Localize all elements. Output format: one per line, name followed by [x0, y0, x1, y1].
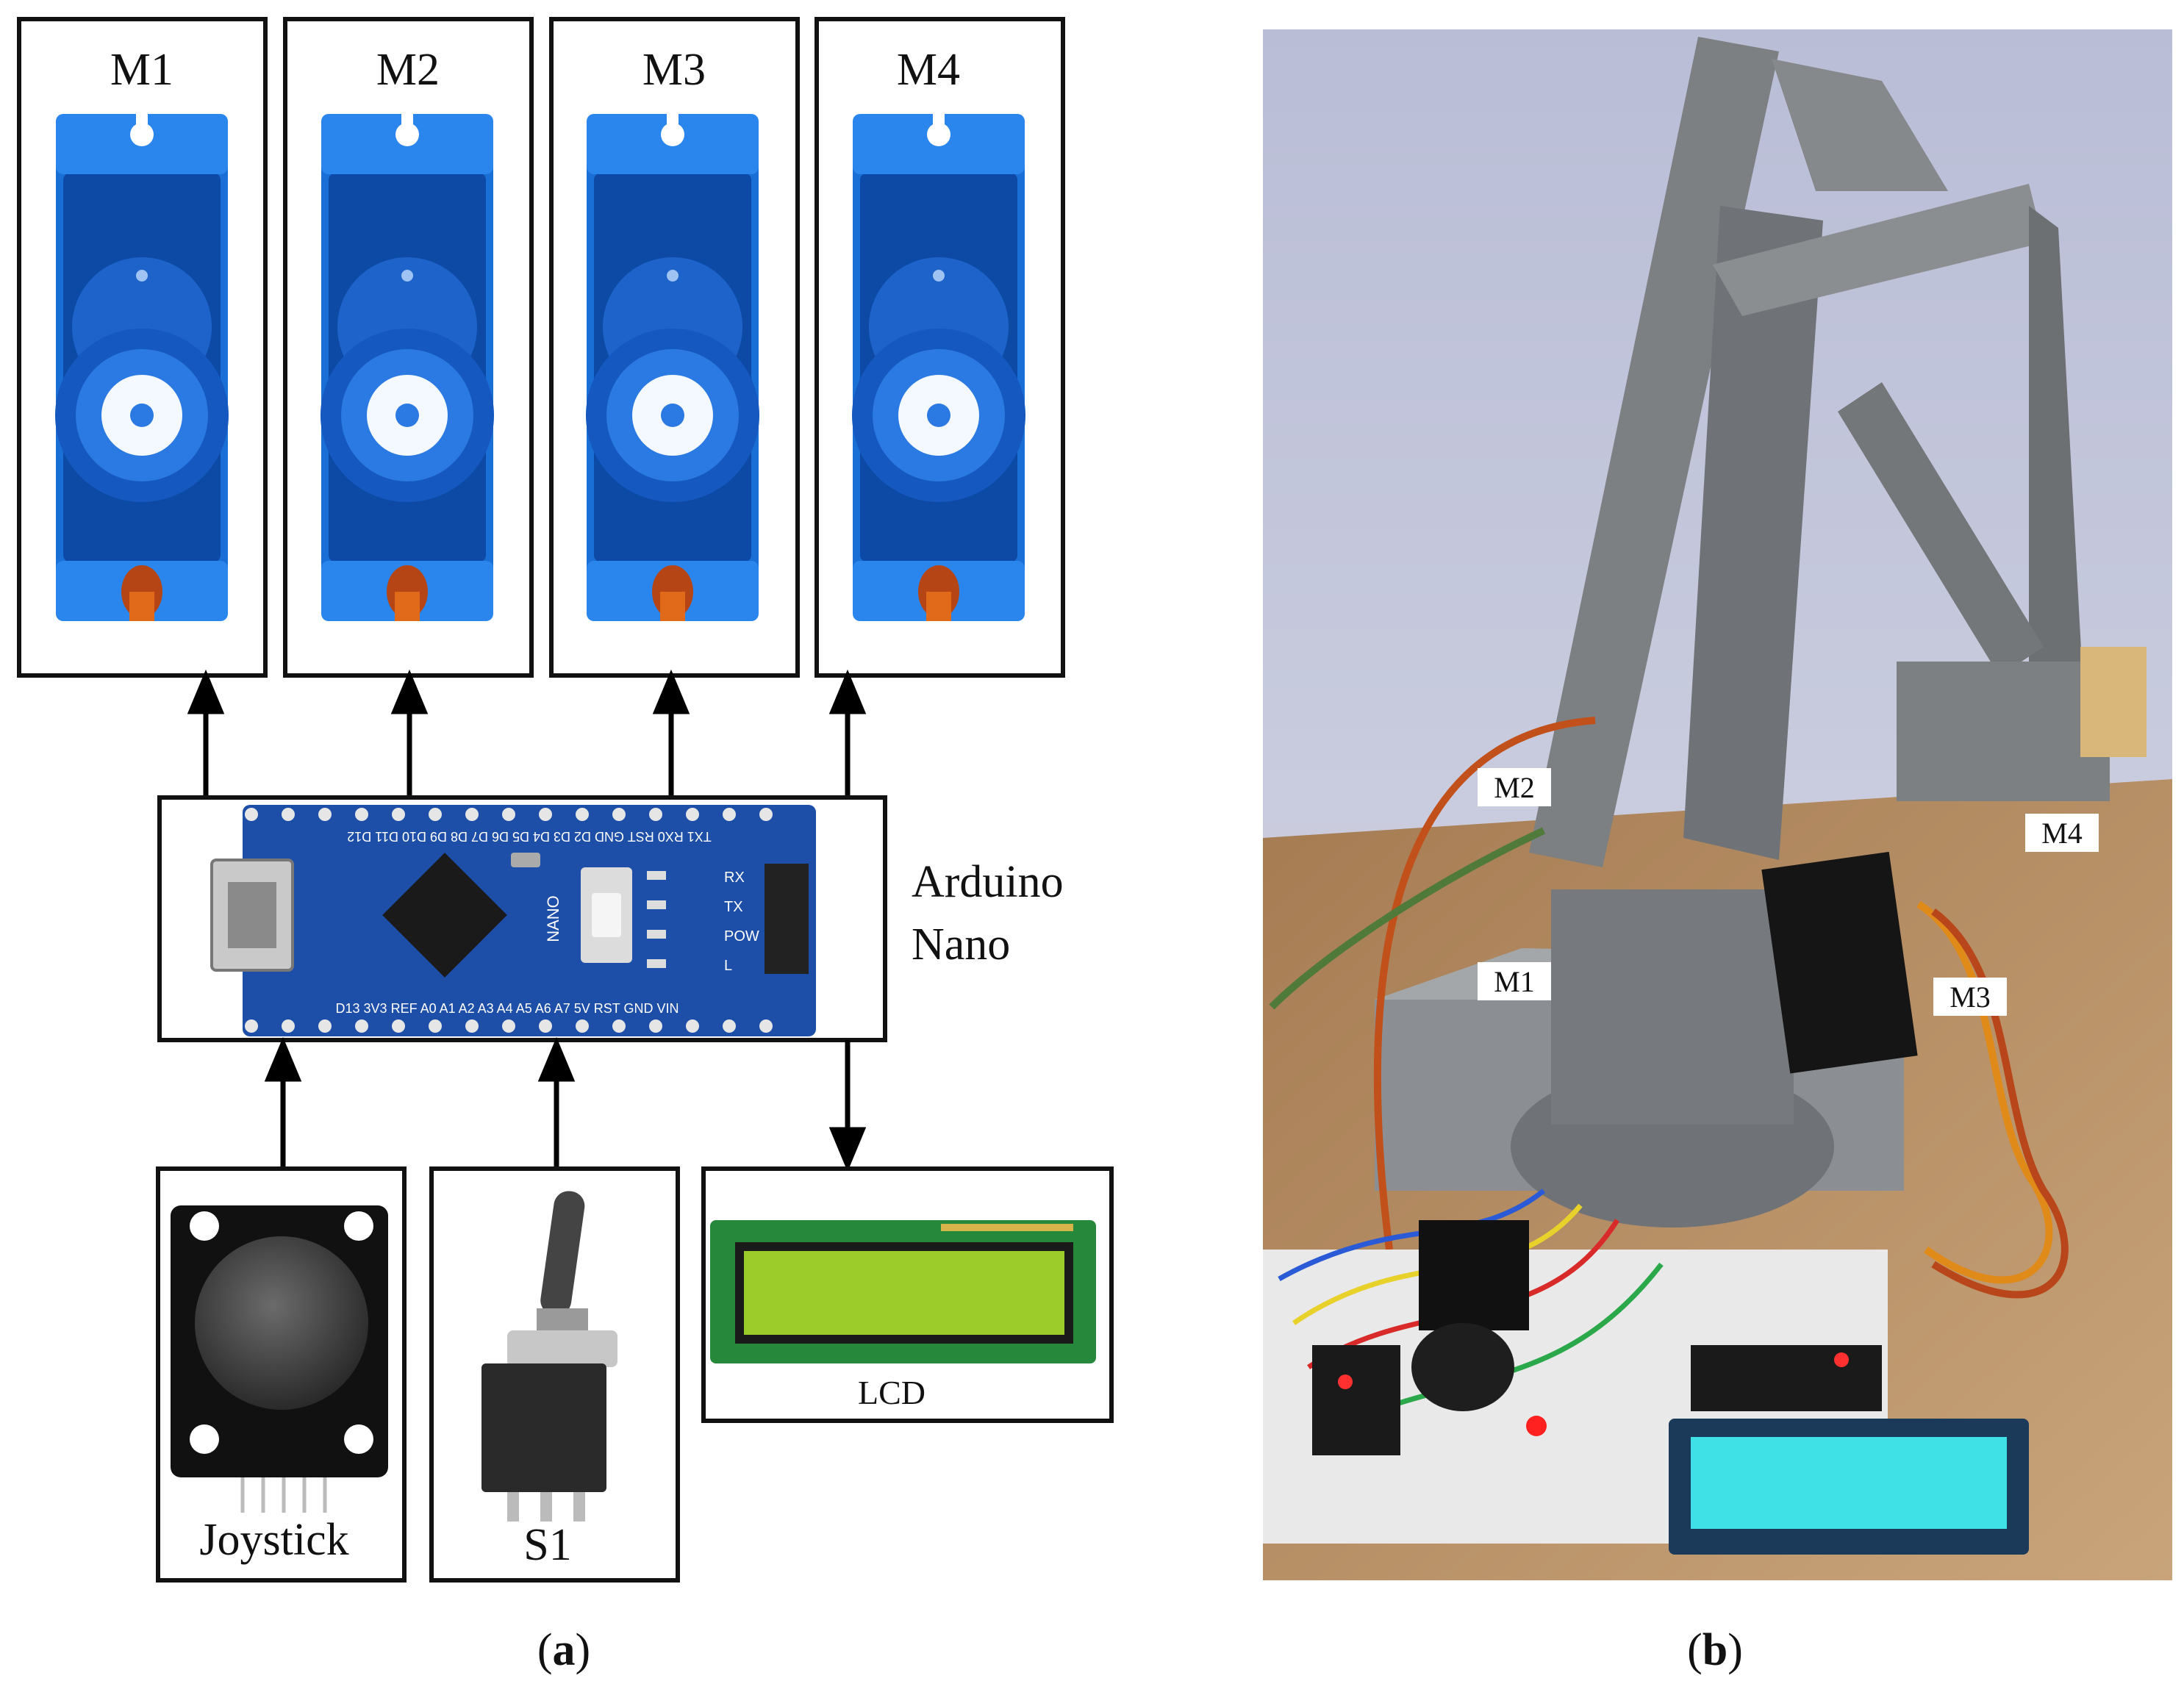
lcd-label: LCD	[858, 1374, 925, 1411]
motor-box-m2: M2	[283, 17, 534, 678]
motor-label: M3	[642, 45, 706, 95]
joystick-label: Joystick	[199, 1515, 348, 1565]
caption-a: (a)	[537, 1625, 590, 1675]
caption-b: (b)	[1687, 1625, 1743, 1675]
board-bottom-pins: D13 3V3 REF A0 A1 A2 A3 A4 A5 A6 A7 5V R…	[336, 1001, 679, 1016]
tag-m3: M3	[1933, 978, 2007, 1016]
motor-box-m4: M4	[814, 17, 1065, 678]
board-top-pins: TX1 RX0 RST GND D2 D3 D4 D5 D6 D7 D8 D9 …	[347, 829, 712, 844]
servo-image	[586, 114, 759, 621]
tag-m4: M4	[2025, 814, 2099, 852]
arduino-nano-board: TX1 RX0 RST GND D2 D3 D4 D5 D6 D7 D8 D9 …	[210, 805, 816, 1036]
led-l: L	[724, 958, 732, 974]
tag-m2: M2	[1478, 768, 1551, 806]
lcd-box: LCD	[701, 1166, 1114, 1423]
block-diagram: M1 M2 M3 M4	[17, 17, 1114, 1675]
led-rx: RX	[724, 870, 745, 886]
led-pow: POW	[724, 928, 759, 945]
led-tx: TX	[724, 899, 743, 915]
svg-text:M1: M1	[1494, 965, 1535, 998]
controller-label-line1: Arduino	[912, 857, 1064, 907]
tag-m1: M1	[1478, 962, 1551, 1000]
switch-box: S1	[429, 1166, 680, 1583]
robot-arm-photo: M2 M4 M1 M3 (b)	[1263, 29, 2172, 1675]
controller-box: TX1 RX0 RST GND D2 D3 D4 D5 D6 D7 D8 D9 …	[157, 795, 1064, 1042]
board-nano-mark: NANO	[544, 895, 562, 942]
servo-image	[55, 114, 229, 621]
switch-label: S1	[523, 1520, 571, 1570]
motor-label: M1	[110, 45, 173, 95]
controller-label-line2: Nano	[912, 920, 1010, 969]
motor-label: M2	[376, 45, 440, 95]
motor-label: M4	[897, 45, 960, 95]
arrows-io	[264, 1036, 867, 1172]
servo-image	[852, 114, 1025, 621]
motor-box-m1: M1	[17, 17, 268, 678]
servo-image	[321, 114, 494, 621]
svg-text:M3: M3	[1950, 981, 1991, 1014]
joystick-box: Joystick	[156, 1166, 407, 1583]
arrows-to-motors	[187, 669, 867, 798]
motor-box-m3: M3	[549, 17, 800, 678]
svg-text:M4: M4	[2041, 817, 2083, 850]
svg-text:M2: M2	[1494, 771, 1535, 804]
